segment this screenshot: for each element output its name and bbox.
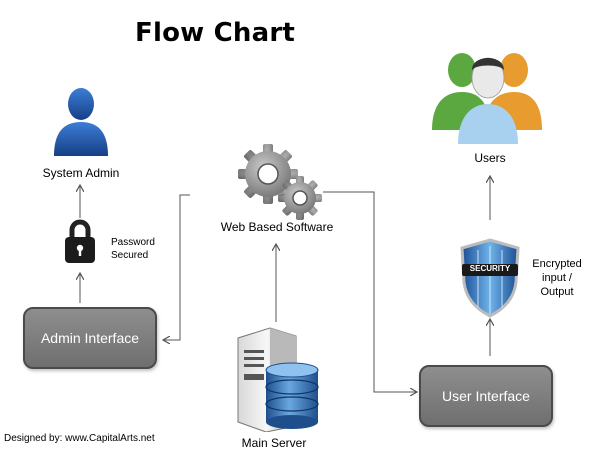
padlock-icon	[65, 219, 95, 263]
system-admin-label: System Admin	[42, 166, 120, 180]
web-software-label: Web Based Software	[220, 220, 334, 234]
user-interface-label: User Interface	[442, 388, 530, 404]
password-label-line2: Secured	[111, 250, 149, 261]
password-label-line1: Password	[111, 237, 155, 248]
encrypted-label-line3: Output	[540, 286, 574, 298]
security-shield-icon	[460, 238, 520, 318]
admin-interface-label: Admin Interface	[40, 330, 140, 346]
shield-text: SECURITY	[469, 264, 511, 273]
main-server-label: Main Server	[241, 436, 307, 450]
server-icon	[237, 327, 319, 432]
admin-interface-box: Admin Interface	[23, 307, 157, 369]
gears-icon	[238, 144, 322, 220]
diagram-title: Flow Chart	[135, 18, 295, 48]
designer-credit: Designed by: www.CapitalArts.net	[4, 433, 155, 444]
user-interface-box: User Interface	[419, 365, 553, 427]
arrow-software-to-user	[323, 191, 416, 392]
encrypted-label-line1: Encrypted	[532, 258, 582, 270]
arrow-software-to-admin	[164, 194, 190, 340]
encrypted-label-line2: input /	[542, 272, 572, 284]
users-label: Users	[474, 151, 506, 165]
admin-person-icon	[54, 88, 108, 156]
users-group-icon	[432, 53, 542, 144]
